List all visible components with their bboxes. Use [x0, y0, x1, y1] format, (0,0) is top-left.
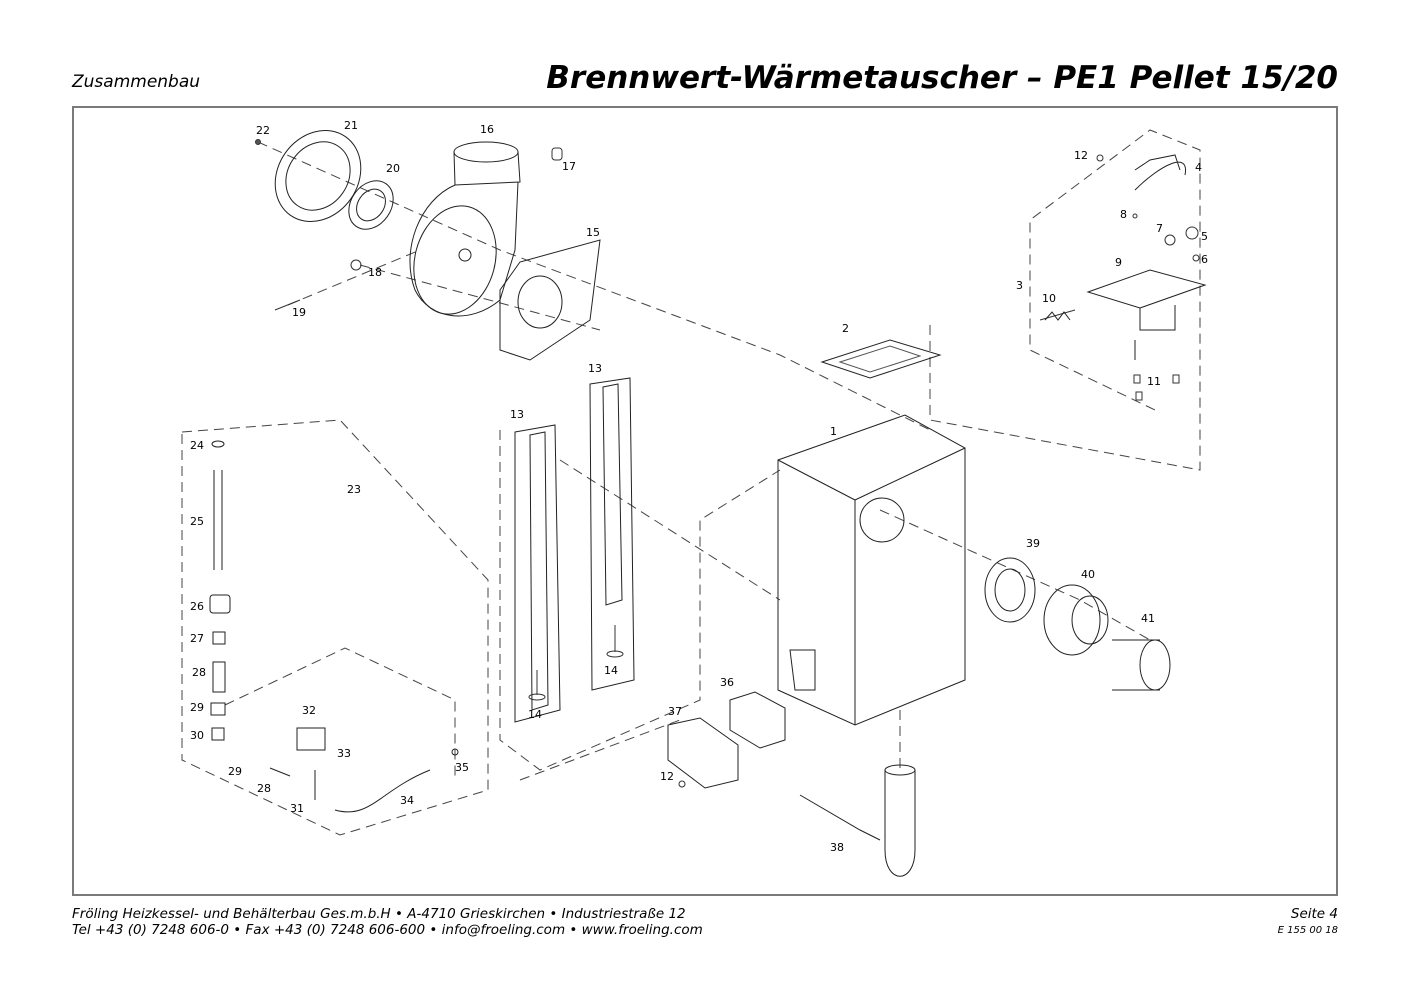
label-4: 4 [1195, 161, 1202, 174]
label-26: 26 [190, 600, 204, 613]
label-13b: 13 [510, 408, 524, 421]
label-28a: 28 [192, 666, 206, 679]
gasket-ring-21 [274, 129, 362, 223]
footer-page: Seite 4 [1290, 906, 1338, 922]
label-11: 11 [1147, 375, 1161, 388]
label-18: 18 [368, 266, 382, 279]
footer-contact: Tel +43 (0) 7248 606-0 • Fax +43 (0) 724… [72, 922, 703, 938]
label-31: 31 [290, 802, 304, 815]
label-12b: 12 [660, 770, 674, 783]
label-12a: 12 [1074, 149, 1088, 162]
label-32: 32 [302, 704, 316, 717]
label-24: 24 [190, 439, 204, 452]
gasket-36 [729, 691, 786, 749]
label-23: 23 [347, 483, 361, 496]
hose-assembly [209, 440, 231, 741]
label-19: 19 [292, 306, 306, 319]
label-39: 39 [1026, 537, 1040, 550]
label-41: 41 [1141, 612, 1155, 625]
label-28b: 28 [257, 782, 271, 795]
gasket-37 [667, 717, 739, 789]
label-21: 21 [344, 119, 358, 132]
mounting-plate-15 [499, 239, 601, 361]
label-17: 17 [562, 160, 576, 173]
top-assembly-3 [1086, 269, 1207, 360]
label-33: 33 [337, 747, 351, 760]
cover-plate-2 [820, 339, 942, 379]
label-25: 25 [190, 515, 204, 528]
label-29a: 29 [190, 701, 204, 714]
label-9: 9 [1115, 256, 1122, 269]
siphon-38 [799, 764, 916, 877]
label-7: 7 [1156, 222, 1163, 235]
footer-company: Fröling Heizkessel- und Behälterbau Ges.… [72, 906, 686, 922]
label-27: 27 [190, 632, 204, 645]
rails-13 [514, 377, 635, 723]
label-40: 40 [1081, 568, 1095, 581]
label-13a: 13 [588, 362, 602, 375]
flange-40 [1043, 584, 1101, 656]
label-14b: 14 [528, 708, 542, 721]
blower-housing-16 [409, 141, 521, 317]
label-14a: 14 [604, 664, 618, 677]
label-30: 30 [190, 729, 204, 742]
label-36: 36 [720, 676, 734, 689]
section-label: Zusammenbau [72, 72, 201, 92]
label-15: 15 [586, 226, 600, 239]
label-29b: 29 [228, 765, 242, 778]
drawing-frame [72, 106, 1338, 896]
label-6: 6 [1201, 253, 1208, 266]
label-37: 37 [668, 705, 682, 718]
label-3: 3 [1016, 279, 1023, 292]
label-34: 34 [400, 794, 414, 807]
label-5: 5 [1201, 230, 1208, 243]
flange-20 [348, 180, 394, 230]
clamp-41 [1139, 639, 1171, 691]
label-35: 35 [455, 761, 469, 774]
label-20: 20 [386, 162, 400, 175]
label-22: 22 [256, 124, 270, 137]
label-2: 2 [842, 322, 849, 335]
label-8: 8 [1120, 208, 1127, 221]
label-38: 38 [830, 841, 844, 854]
label-16: 16 [480, 123, 494, 136]
footer-doc-number: E 155 00 18 [1277, 925, 1338, 936]
gasket-39 [984, 557, 1036, 623]
label-10: 10 [1042, 292, 1056, 305]
label-1: 1 [830, 425, 837, 438]
page-title: Brennwert-Wärmetauscher – PE1 Pellet 15/… [546, 60, 1338, 96]
heat-exchanger-body-1 [777, 414, 966, 726]
